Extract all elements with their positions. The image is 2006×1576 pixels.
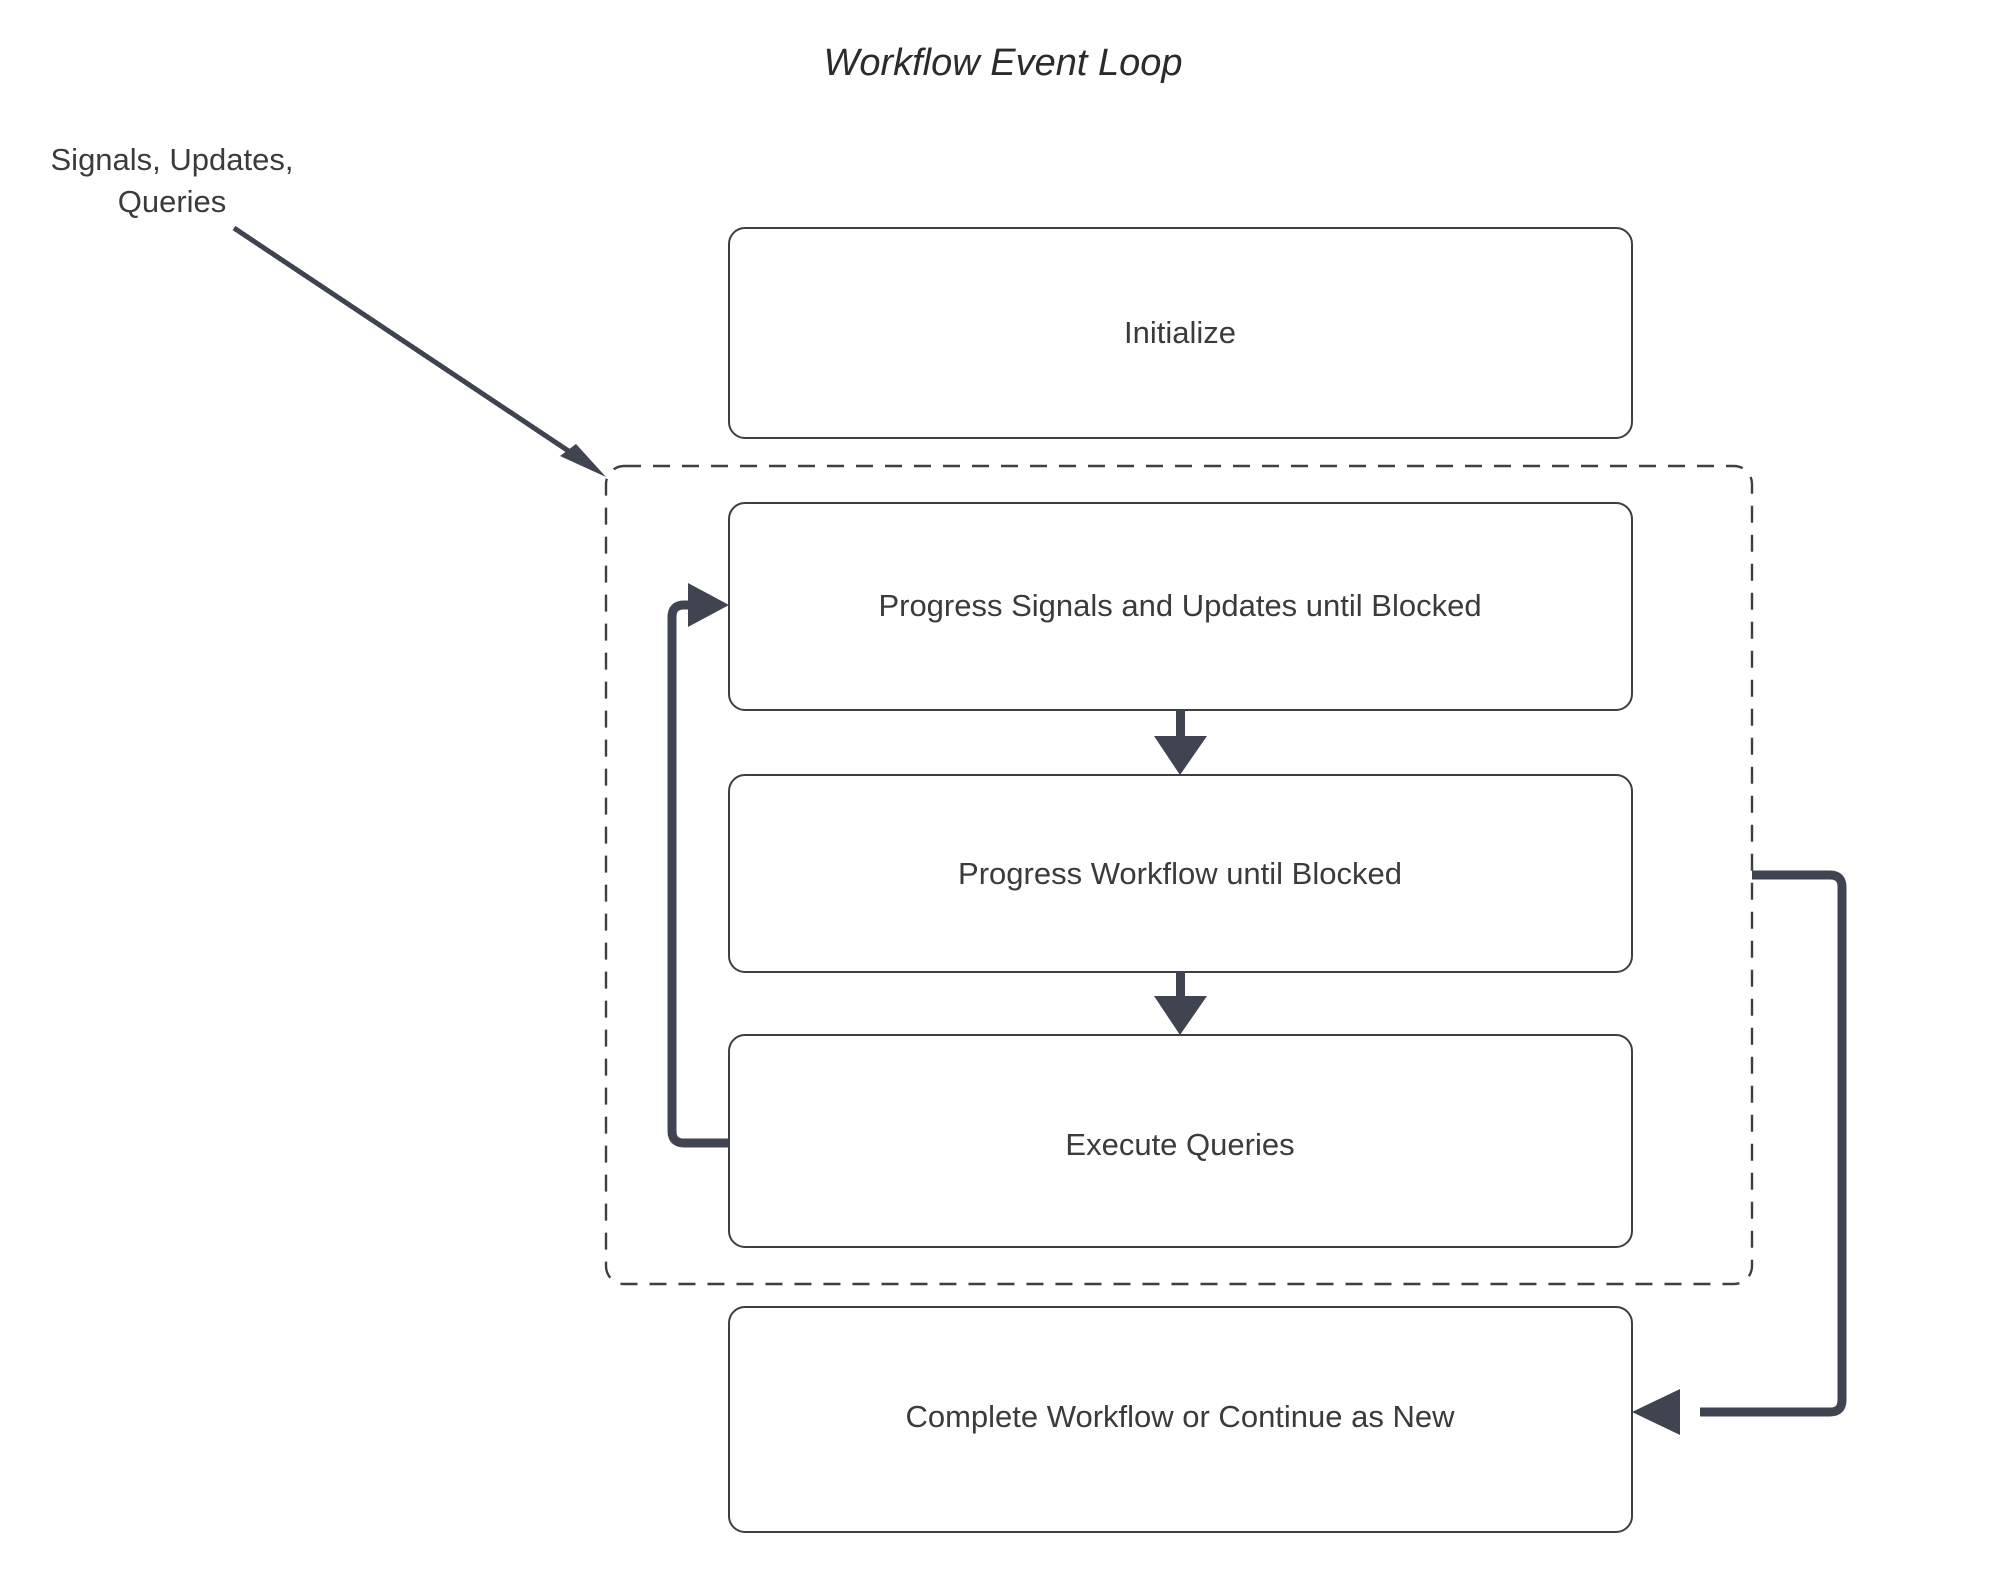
node-complete-workflow-label: Complete Workflow or Continue as New (905, 1399, 1455, 1434)
node-complete-workflow: Complete Workflow or Continue as New (728, 1306, 1633, 1533)
node-progress-signals: Progress Signals and Updates until Block… (728, 502, 1633, 711)
node-initialize: Initialize (728, 227, 1633, 439)
edge-progress-signals-to-progress-workflow (1154, 710, 1207, 775)
node-initialize-label: Initialize (1124, 315, 1236, 350)
external-inputs-label-line2: Queries (118, 184, 227, 219)
diagram-title: Workflow Event Loop (823, 42, 1182, 84)
edge-progress-workflow-to-execute-queries (1154, 972, 1207, 1035)
node-progress-workflow: Progress Workflow until Blocked (728, 774, 1633, 973)
edge-external-inputs-to-group (232, 225, 606, 477)
edge-group-to-complete-workflow (1632, 870, 1847, 1435)
node-progress-signals-label: Progress Signals and Updates until Block… (878, 588, 1481, 623)
node-initialize-shape (728, 227, 1633, 439)
node-execute-queries-label: Execute Queries (1065, 1127, 1294, 1162)
event-loop-group-boundary (604, 464, 1754, 1286)
node-execute-queries: Execute Queries (728, 1034, 1633, 1248)
external-inputs-label-line1: Signals, Updates, (51, 142, 294, 177)
node-complete-workflow-shape (728, 1306, 1633, 1533)
edge-execute-queries-to-progress-signals (667, 583, 729, 1148)
node-progress-workflow-label: Progress Workflow until Blocked (958, 856, 1402, 891)
